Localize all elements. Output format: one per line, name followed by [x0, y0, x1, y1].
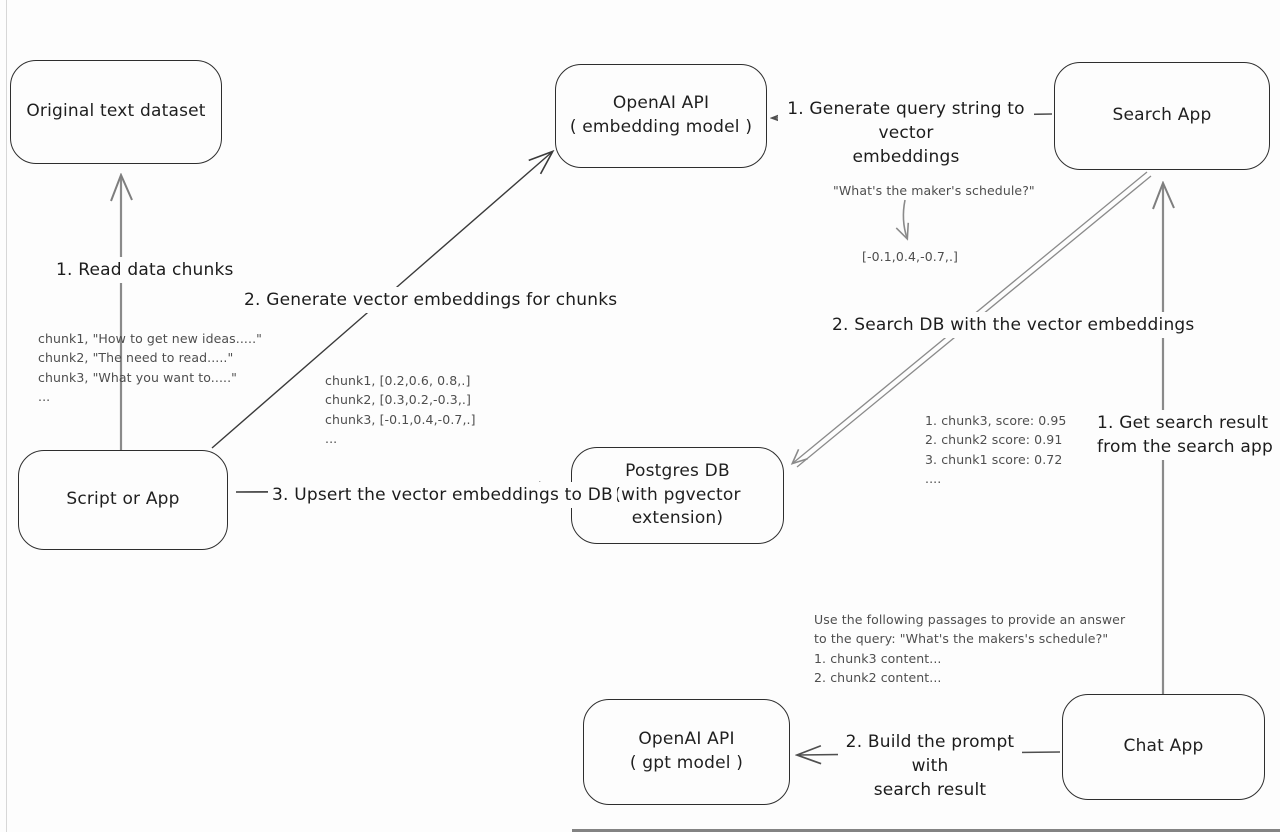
- edge-label-line: 2. Build the prompt with: [845, 732, 1015, 777]
- node-label: OpenAI API: [612, 93, 710, 114]
- edge-label-get-search-result: 1. Get search result from the search app: [1093, 410, 1277, 461]
- annotation-line: 1. chunk3, score: 0.95: [925, 413, 1067, 428]
- node-label: Original text dataset: [26, 101, 206, 122]
- edge-label-search-db: 2. Search DB with the vector embeddings: [828, 312, 1199, 339]
- node-label: Postgres DB: [625, 460, 730, 481]
- annotation-line: ...: [325, 431, 338, 447]
- arrow-query-to-vector: [895, 199, 910, 241]
- node-label: Script or App: [66, 489, 180, 510]
- edge-label-line: 1. Get search result: [1097, 413, 1269, 433]
- annotation-chunk-texts: chunk1, "How to get new ideas....." chunk…: [38, 329, 262, 407]
- node-sublabel: ( gpt model ): [629, 753, 744, 773]
- left-frame-line: [6, 0, 7, 832]
- edge-label-generate-query: 1. Generate query string to vector embed…: [778, 96, 1034, 171]
- node-script-or-app: Script or App: [18, 450, 228, 550]
- annotation-line: 2. chunk2 score: 0.91: [925, 432, 1063, 448]
- annotation-chunk-vectors: chunk1, [0.2,0.6, 0.8,.] chunk2, [0.3,0.2…: [322, 371, 479, 449]
- edge-label-line: from the search app: [1097, 437, 1273, 458]
- annotation-line: 3. chunk1 score: 0.72: [925, 451, 1063, 467]
- edge-label-line: search result: [873, 780, 987, 801]
- annotation-line: chunk2, [0.3,0.2,-0.3,.]: [325, 392, 471, 408]
- annotation-line: 1. chunk3 content...: [814, 650, 942, 666]
- node-sublabel: ( embedding model ): [569, 117, 753, 137]
- annotation-line: chunk2, "The need to read.....": [38, 350, 234, 366]
- annotation-line: ...: [38, 389, 51, 405]
- node-search-app: Search App: [1054, 62, 1270, 170]
- edge-label-line: 1. Generate query string to vector: [787, 99, 1025, 144]
- annotation-line: chunk1, "How to get new ideas.....": [38, 331, 262, 346]
- node-label: Search App: [1112, 105, 1212, 126]
- annotation-line: chunk1, [0.2,0.6, 0.8,.]: [325, 373, 471, 388]
- node-sublabel: (with pgvector extension): [614, 484, 741, 529]
- annotation-line: 2. chunk2 content...: [814, 670, 942, 686]
- node-label: Chat App: [1123, 736, 1204, 757]
- bottom-frame-line: [572, 829, 1280, 832]
- annotation-line: to the query: "What's the makers's sched…: [814, 631, 1109, 647]
- node-label: OpenAI API: [638, 729, 735, 750]
- node-chat-app: Chat App: [1062, 694, 1265, 800]
- edge-label-build-prompt: 2. Build the prompt with search result: [838, 729, 1022, 804]
- edge-label-generate-embeddings: 2. Generate vector embeddings for chunks: [240, 287, 622, 314]
- annotation-query-vector: [-0.1,0.4,-0.7,.]: [862, 249, 959, 264]
- annotation-line: Use the following passages to provide an…: [814, 612, 1126, 627]
- edge-label-line: embeddings: [852, 147, 960, 168]
- annotation-query-string: "What's the maker's schedule?": [833, 183, 1035, 198]
- annotation-prompt-preview: Use the following passages to provide an…: [814, 610, 1125, 688]
- edge-label-upsert: 3. Upsert the vector embeddings to DB: [268, 482, 617, 509]
- node-openai-gpt: OpenAI API ( gpt model ): [583, 699, 790, 805]
- annotation-line: ....: [925, 471, 942, 487]
- node-openai-embedding: OpenAI API ( embedding model ): [555, 64, 767, 168]
- annotation-line: chunk3, [-0.1,0.4,-0.7,.]: [325, 411, 476, 427]
- annotation-search-scores: 1. chunk3, score: 0.95 2. chunk2 score: 0…: [925, 411, 1066, 489]
- node-original-text-dataset: Original text dataset: [10, 60, 222, 164]
- annotation-line: chunk3, "What you want to.....": [38, 369, 238, 385]
- edge-label-read-data-chunks: 1. Read data chunks: [52, 257, 238, 284]
